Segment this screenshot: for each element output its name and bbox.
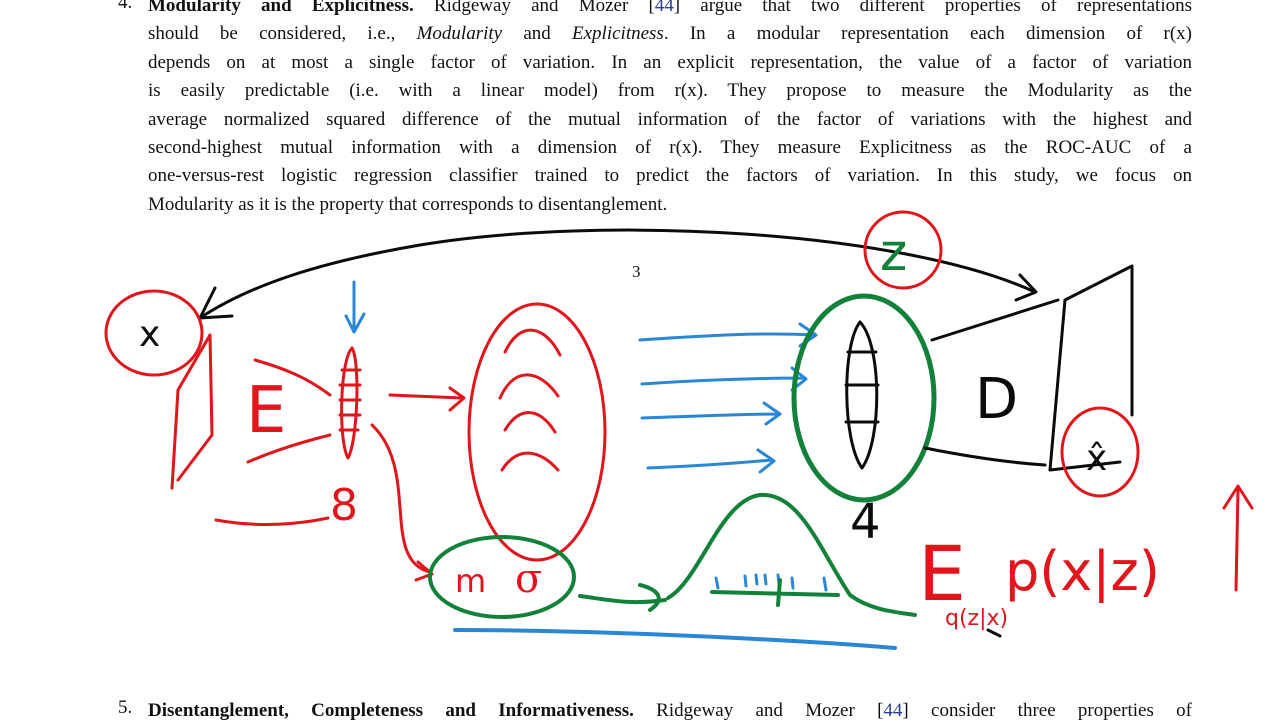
decoder-top-edge	[930, 298, 1060, 342]
subscript-tick	[986, 628, 1002, 638]
latent-z-circle	[863, 210, 943, 290]
item-4-line-6: second-highest mutual information with a…	[148, 137, 1192, 159]
encoder-underline	[214, 516, 330, 526]
encoder-label: E	[246, 374, 286, 448]
objective-E: E	[918, 529, 966, 618]
blue-arrow-3	[640, 401, 782, 426]
page-number: 3	[632, 262, 641, 281]
modularity-term: Modularity	[416, 23, 503, 45]
encoder-bottom-edge	[246, 433, 332, 464]
item-5-line-1: Disentanglement, Completeness and Inform…	[148, 697, 1192, 725]
item-4-line-1-b: ] argue that two different properties of…	[673, 0, 1192, 16]
item-4-line-1-a: Ridgeway and Mozer [	[413, 0, 655, 16]
input-x-circle	[104, 289, 204, 377]
latent-size-label: 4	[850, 494, 881, 550]
input-image-panel	[170, 333, 214, 490]
objective-likelihood: p(x|z)	[1005, 540, 1160, 603]
sample-marker	[776, 578, 782, 607]
gaussian-curve	[666, 492, 917, 617]
encoder-top-edge	[253, 358, 332, 397]
item-4-title: Modularity and Explicitness.	[148, 0, 414, 16]
item-5-title: Disentanglement, Completeness and Inform…	[148, 700, 634, 721]
encoder-size-label: 8	[330, 480, 358, 531]
recon-circle	[1060, 406, 1140, 498]
item-5-line-1-b: ] consider three properties of	[902, 700, 1192, 721]
mean-label: m	[455, 562, 486, 600]
latent-vector	[844, 320, 880, 470]
item-4-line-3: depends on at most a single factor of va…	[148, 51, 1192, 73]
item-5-paragraph: Disentanglement, Completeness and Inform…	[148, 697, 1192, 725]
latent-z-label: z	[880, 223, 907, 283]
distribution-curve-1	[503, 328, 562, 357]
item-4-line-2-c: . In a modular representation each dimen…	[663, 23, 1192, 45]
distributions-ellipse	[467, 302, 607, 562]
encoder-vector	[338, 346, 362, 460]
item-4-number: 4.	[118, 0, 133, 13]
citation-link[interactable]: 44	[654, 0, 674, 16]
arc-arrowhead-right	[1014, 273, 1038, 302]
latent-ellipse	[791, 293, 937, 503]
item-4-line-8: Modularity as it is the property that co…	[148, 193, 668, 215]
citation-link-2[interactable]: 44	[883, 700, 903, 721]
item-4-line-4: is easily predictable (i.e. with a linea…	[148, 80, 1192, 102]
blue-arrow-2	[640, 366, 808, 392]
distribution-curve-4	[500, 451, 560, 472]
item-4-paragraph: Modularity and Explicitness. Ridgeway an…	[148, 0, 1192, 219]
item-4-line-7: one-versus-rest logistic regression clas…	[148, 165, 1192, 187]
item-4-line-2-b: and	[502, 23, 573, 45]
maximize-up-arrow	[1222, 484, 1254, 592]
sample-ticks	[714, 573, 828, 592]
arrow-to-sampling	[578, 583, 667, 612]
item-4-line-1: Modularity and Explicitness. Ridgeway an…	[148, 0, 1192, 20]
distribution-curve-3	[503, 411, 557, 434]
params-ellipse	[428, 535, 576, 619]
input-x-label: x	[139, 314, 160, 355]
blue-down-arrow	[344, 280, 366, 334]
arrow-to-distributions	[388, 386, 466, 412]
output-image-panel	[1048, 264, 1134, 472]
decoder-bottom-edge	[923, 446, 1047, 467]
item-5-line-1-a: Ridgeway and Mozer [	[633, 700, 884, 721]
explicitness-term: Explicitness	[572, 23, 664, 45]
decoder-label: D	[975, 367, 1018, 432]
gaussian-baseline	[710, 590, 840, 597]
distribution-curve-2	[498, 373, 560, 400]
item-4-line-5: average normalized squared difference of…	[148, 108, 1192, 130]
reconstruction-arc-arrow	[198, 228, 1037, 320]
item-4-line-2-a: should be considered, i.e.,	[148, 23, 417, 45]
item-5-number: 5.	[118, 697, 133, 718]
recon-label: x̂	[1086, 438, 1107, 479]
blue-underline	[453, 628, 897, 650]
sigma-label: σ	[515, 556, 542, 602]
arrow-to-params	[370, 423, 434, 582]
objective-subscript: q(z|x)	[945, 606, 1008, 631]
item-4-line-2: should be considered, i.e., Modularity a…	[148, 20, 1192, 48]
blue-arrow-4	[646, 448, 776, 474]
blue-arrow-1	[638, 322, 818, 348]
